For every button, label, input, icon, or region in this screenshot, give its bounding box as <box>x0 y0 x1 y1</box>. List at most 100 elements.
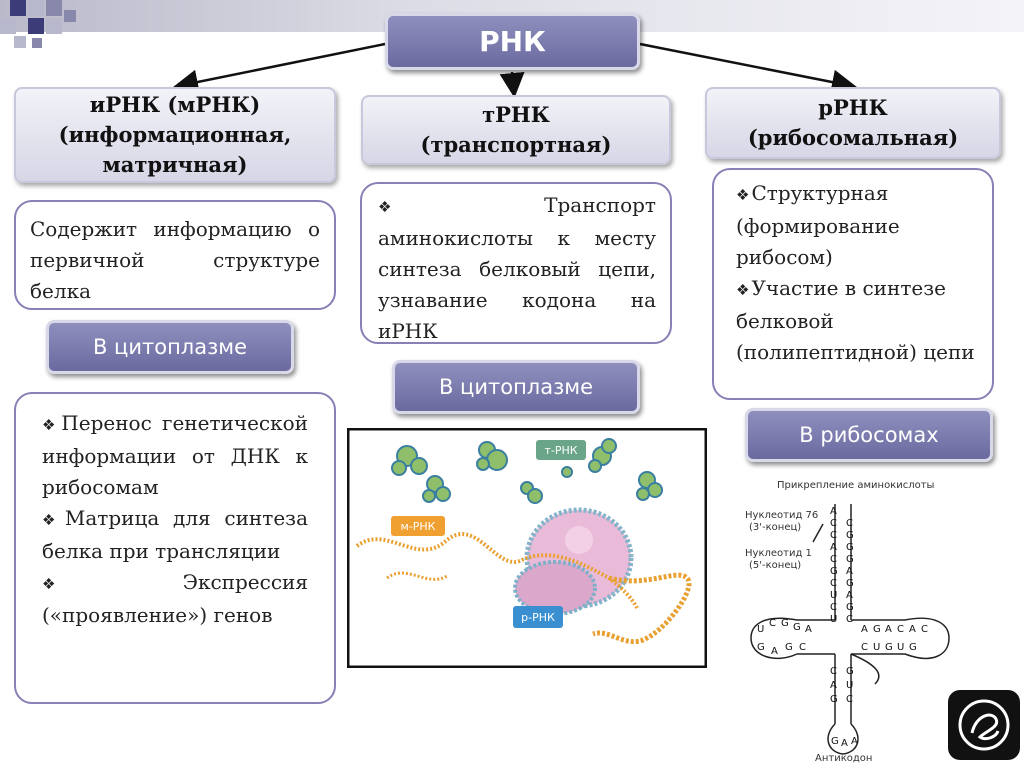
rrna-location-box: В рибосомах <box>745 408 993 462</box>
svg-text:C: C <box>846 694 853 705</box>
decor-square <box>28 18 44 34</box>
mrna-header-line: матричная) <box>102 152 248 177</box>
svg-text:G: G <box>846 666 854 677</box>
svg-text:G: G <box>793 622 801 633</box>
ribosome-body <box>513 507 634 616</box>
svg-text:C: C <box>861 642 868 653</box>
svg-text:A: A <box>909 624 916 635</box>
trna-header-line: (транспортная) <box>420 132 612 157</box>
rrna-location: В рибосомах <box>799 423 939 447</box>
rrna-header-line: рРНК <box>818 95 888 120</box>
mrna-strand-tail <box>386 571 448 581</box>
root-rna-box: РНК <box>385 13 640 70</box>
svg-text:U: U <box>873 642 880 653</box>
svg-text:G: G <box>873 624 881 635</box>
rrna-header: рРНК (рибосомальная) <box>705 87 1001 159</box>
mrna-description-box: Содержит информацию о первичной структур… <box>14 200 336 310</box>
logo <box>948 690 1020 760</box>
decor-square <box>64 10 76 22</box>
trna-anticodon-label: Антикодон <box>815 753 872 764</box>
mrna-location-box: В цитоплазме <box>46 320 294 374</box>
arrow-to-rrna <box>639 42 857 95</box>
svg-text:G: G <box>846 554 854 565</box>
label-mrna: м-РНК <box>401 520 436 533</box>
svg-text:A: A <box>851 736 858 747</box>
trna-header-line: тРНК <box>482 102 550 127</box>
svg-text:G: G <box>846 578 854 589</box>
arrow-to-mrna <box>173 42 386 95</box>
svg-text:C: C <box>830 666 837 677</box>
svg-text:C: C <box>830 530 837 541</box>
svg-text:C: C <box>830 602 837 613</box>
mrna-header-line: (информационная, <box>58 122 292 147</box>
svg-text:U: U <box>830 590 837 601</box>
trna-function-box: Транспорт аминокислоты к месту синтеза б… <box>360 182 672 344</box>
trna-end-3: (3'-конец) <box>749 522 801 533</box>
trna-function: Транспорт аминокислоты к месту синтеза б… <box>378 190 656 347</box>
trna-header: тРНК (транспортная) <box>361 95 671 165</box>
trna-nucleotide-76: Нуклеотид 76 <box>745 510 818 521</box>
mrna-function-item: Перенос генетической информации от ДНК к… <box>42 408 308 503</box>
rrna-functions-box: Структурная (формирование рибосом) Участ… <box>712 168 994 400</box>
trna-location-box: В цитоплазме <box>392 360 640 414</box>
svg-text:C: C <box>799 642 806 653</box>
svg-text:U: U <box>897 642 904 653</box>
svg-text:A: A <box>846 566 853 577</box>
svg-text:C: C <box>897 624 904 635</box>
svg-text:A: A <box>841 738 848 749</box>
svg-text:C: C <box>830 554 837 565</box>
polypeptide-chain <box>592 572 692 645</box>
rrna-function-item: Участие в синтезе белковой (полипептидно… <box>736 273 978 368</box>
mrna-function-item: Матрица для синтеза белка при трансляции <box>42 503 308 567</box>
svg-text:C: C <box>921 624 928 635</box>
svg-text:G: G <box>757 642 765 653</box>
mrna-description: Содержит информацию о первичной структур… <box>30 217 320 303</box>
svg-text:U: U <box>846 680 853 691</box>
svg-text:A: A <box>805 624 812 635</box>
svg-text:A: A <box>830 542 837 553</box>
svg-text:A: A <box>861 624 868 635</box>
svg-text:G: G <box>830 566 838 577</box>
rrna-function-item: Структурная (формирование рибосом) <box>736 178 978 273</box>
trna-nucleotide-1: Нуклеотид 1 <box>745 548 812 559</box>
decor-square <box>46 18 62 34</box>
svg-text:C: C <box>830 518 837 529</box>
label-rrna: р-РНК <box>521 611 555 624</box>
trna-end-5: (5'-конец) <box>749 560 801 571</box>
svg-text:G: G <box>830 694 838 705</box>
decor-square <box>32 38 42 48</box>
mrna-location: В цитоплазме <box>92 335 248 359</box>
label-trna: т-РНК <box>544 444 577 457</box>
svg-text:U: U <box>830 614 837 625</box>
ribosome-illustration: т-РНК м-РНК р-РНК <box>347 428 707 668</box>
mrna-function-item: Экспрессия («проявление») генов <box>42 567 308 631</box>
svg-text:A: A <box>830 506 837 517</box>
root-rna-label: РНК <box>479 25 546 58</box>
svg-text:U: U <box>757 624 764 635</box>
svg-text:G: G <box>781 618 789 629</box>
svg-text:G: G <box>831 736 839 747</box>
trna-location: В цитоплазме <box>438 375 594 399</box>
decor-square <box>0 18 16 34</box>
trna-structure-diagram: Прикрепление аминокислоты Нуклеотид 76 (… <box>745 480 950 764</box>
svg-text:A: A <box>771 646 778 657</box>
mrna-functions-box: Перенос генетической информации от ДНК к… <box>14 392 336 704</box>
svg-text:G: G <box>846 542 854 553</box>
svg-text:C: C <box>846 518 853 529</box>
logo-emblem-icon <box>958 699 1010 751</box>
svg-text:G: G <box>846 530 854 541</box>
svg-text:C: C <box>769 618 776 629</box>
svg-text:A: A <box>885 624 892 635</box>
svg-text:G: G <box>909 642 917 653</box>
rrna-header-line: (рибосомальная) <box>747 125 959 150</box>
svg-text:A: A <box>846 590 853 601</box>
decor-square <box>28 0 44 16</box>
decor-square <box>46 0 62 16</box>
trna-molecule <box>391 438 663 504</box>
svg-text:C: C <box>830 578 837 589</box>
decor-square <box>14 36 26 48</box>
